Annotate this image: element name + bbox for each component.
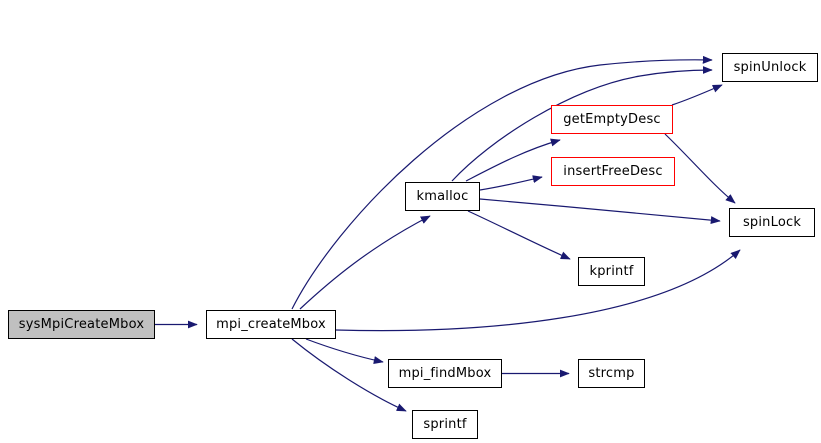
node-strcmp[interactable]: strcmp	[578, 359, 645, 388]
node-label: kmalloc	[416, 189, 469, 204]
node-spinLock[interactable]: spinLock	[729, 208, 815, 237]
edge-mpi_createMbox-spinUnlock	[291, 55, 713, 310]
node-label: getEmptyDesc	[563, 112, 661, 127]
edge-getEmptyDesc-spinUnlock	[671, 84, 723, 106]
node-mpi_findMbox[interactable]: mpi_findMbox	[388, 359, 502, 388]
node-label: insertFreeDesc	[563, 164, 663, 179]
edge-mpi_createMbox-sprintf	[291, 338, 407, 412]
edge-mpi_createMbox-kmalloc	[299, 215, 431, 310]
edge-kmalloc-spinLock	[479, 198, 721, 225]
node-label: mpi_createMbox	[216, 317, 326, 332]
node-label: spinUnlock	[733, 60, 807, 75]
edge-kmalloc-kprintf	[467, 210, 571, 260]
edge-kmalloc-insertFreeDesc	[479, 175, 543, 191]
node-spinUnlock[interactable]: spinUnlock	[722, 53, 818, 82]
edge-kmalloc-spinUnlock	[451, 66, 713, 182]
edge-mpi_createMbox-spinLock	[335, 249, 741, 332]
node-label: mpi_findMbox	[398, 366, 492, 381]
node-insertFreeDesc[interactable]: insertFreeDesc	[551, 157, 675, 186]
node-label: spinLock	[742, 215, 802, 230]
node-label: sprintf	[423, 417, 467, 432]
node-getEmptyDesc[interactable]: getEmptyDesc	[551, 105, 673, 134]
edge-kmalloc-getEmptyDesc	[465, 138, 561, 182]
node-label: sysMpiCreateMbox	[18, 317, 145, 332]
edge-mpi_createMbox-mpi_findMbox	[305, 338, 384, 364]
node-sysMpiCreateMbox[interactable]: sysMpiCreateMbox	[8, 310, 155, 339]
edge-getEmptyDesc-spinLock	[664, 133, 736, 204]
node-sprintf[interactable]: sprintf	[412, 410, 478, 439]
node-kmalloc[interactable]: kmalloc	[405, 182, 480, 211]
node-mpi_createMbox[interactable]: mpi_createMbox	[206, 310, 336, 339]
node-label: kprintf	[589, 264, 634, 279]
node-label: strcmp	[588, 366, 635, 381]
node-kprintf[interactable]: kprintf	[578, 257, 645, 286]
